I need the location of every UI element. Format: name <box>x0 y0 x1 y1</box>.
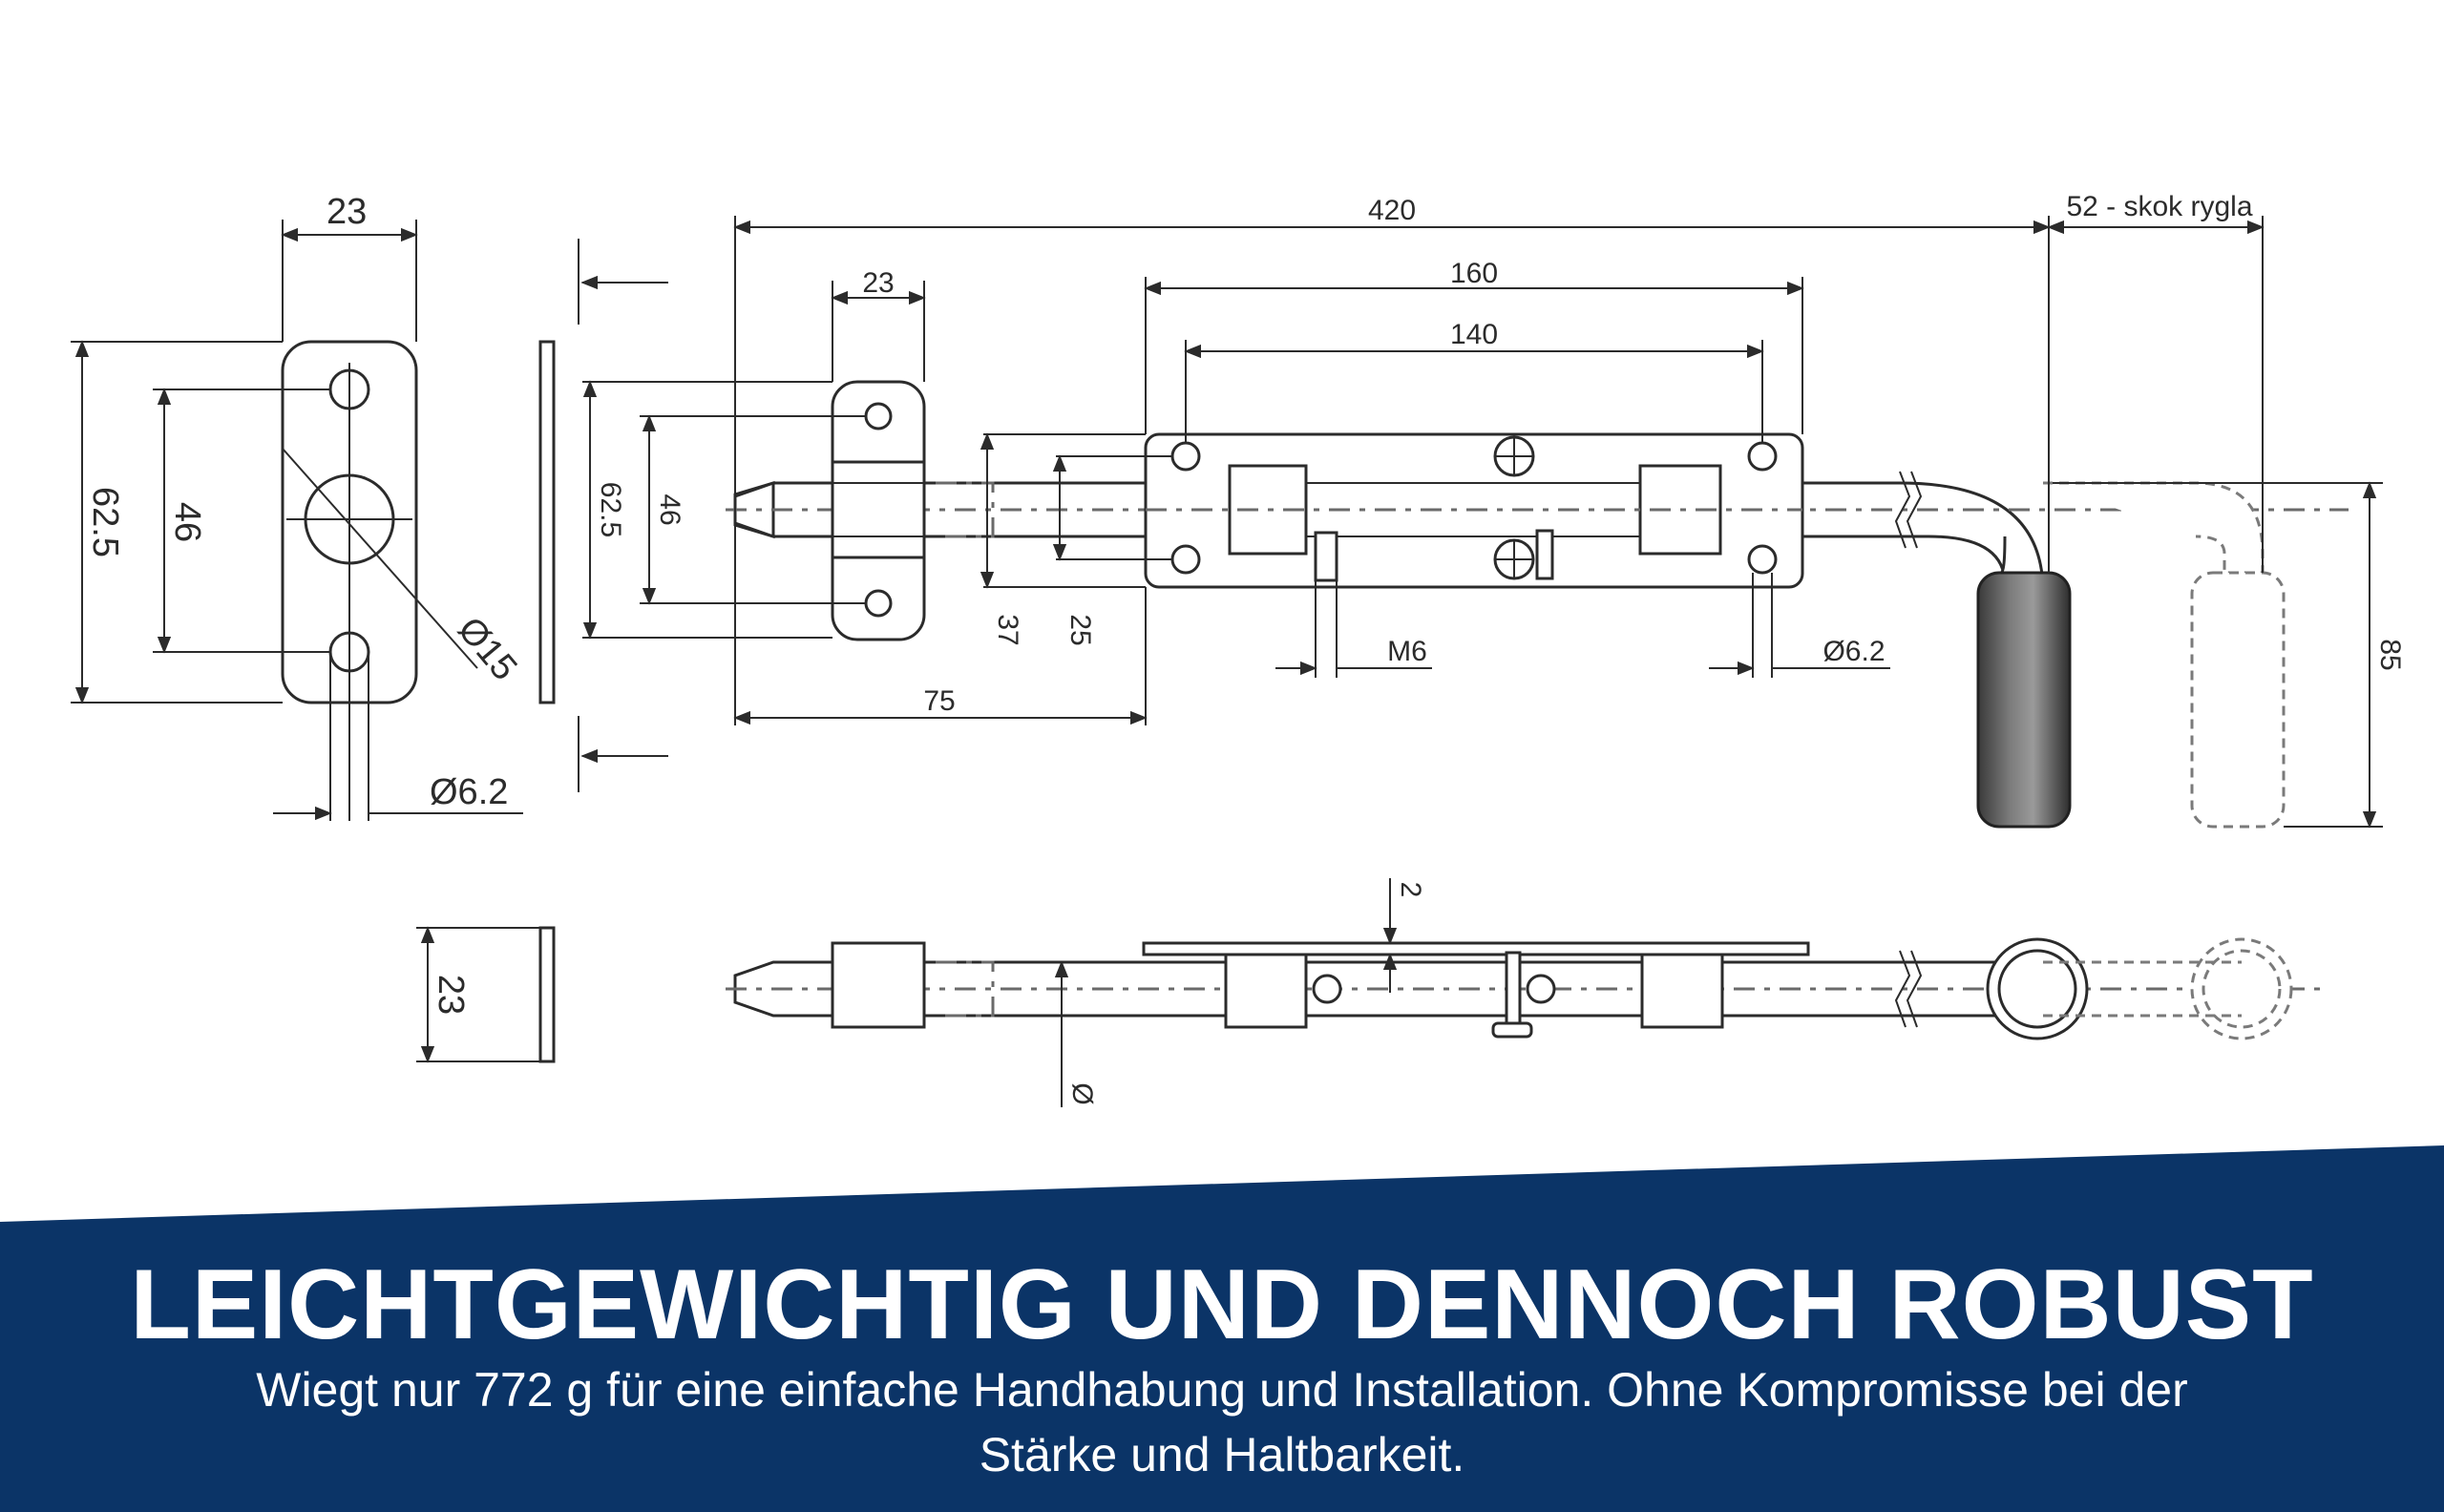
dim-guide-height: 62.5 <box>595 482 626 537</box>
banner-title: LEICHTGEWICHTIG UND DENNOCH ROBUST <box>130 1250 2314 1360</box>
bolt-dimensions: 420 52 - skok rygla 23 160 140 62.5 46 <box>582 191 2406 829</box>
strike-plate-side-view <box>538 239 668 792</box>
dim-base-hole: Ø6.2 <box>1822 636 1885 667</box>
banner-subtitle-line1: Wiegt nur 772 g für eine einfache Handha… <box>256 1363 2188 1417</box>
dim-rod-diameter: Ø <box>1066 1082 1098 1104</box>
dim-plate-thickness: 2 <box>1395 882 1426 898</box>
dim-guide-hole-spacing: 46 <box>654 494 685 525</box>
dim-guide-width: 23 <box>862 267 894 299</box>
dim-base-height: 37 <box>992 614 1023 645</box>
dim-plate-small-hole: Ø6.2 <box>430 772 508 812</box>
dim-handle-drop: 85 <box>2374 639 2406 670</box>
banner-subtitle-line2: Stärke und Haltbarkeit. <box>979 1428 1465 1481</box>
dim-plate-width: 23 <box>327 192 367 232</box>
banner-subtitle: Wiegt nur 772 g für eine einfache Handha… <box>95 1357 2349 1487</box>
dim-total-length: 420 <box>1368 195 1416 226</box>
dim-base-hole-vertical: 25 <box>1064 614 1096 645</box>
dim-base-hole-spacing: 140 <box>1450 319 1498 350</box>
dim-side-width: 23 <box>431 975 471 1015</box>
dim-base-length: 160 <box>1450 258 1498 289</box>
bolt-top-view: 2 Ø <box>726 878 2329 1107</box>
bolt-front-view <box>726 380 2349 829</box>
dim-plate-height: 62.5 <box>85 487 125 557</box>
strike-plate-front-view: 23 62.5 46 Ø15 Ø6.2 <box>71 192 524 821</box>
strike-plate-edge-view: 23 <box>416 926 556 1063</box>
dim-offset: 75 <box>923 685 955 717</box>
dim-bolt-travel: 52 - skok rygla <box>2066 191 2252 222</box>
dim-plate-hole-spacing: 46 <box>167 502 207 542</box>
dim-thread: M6 <box>1387 636 1427 667</box>
